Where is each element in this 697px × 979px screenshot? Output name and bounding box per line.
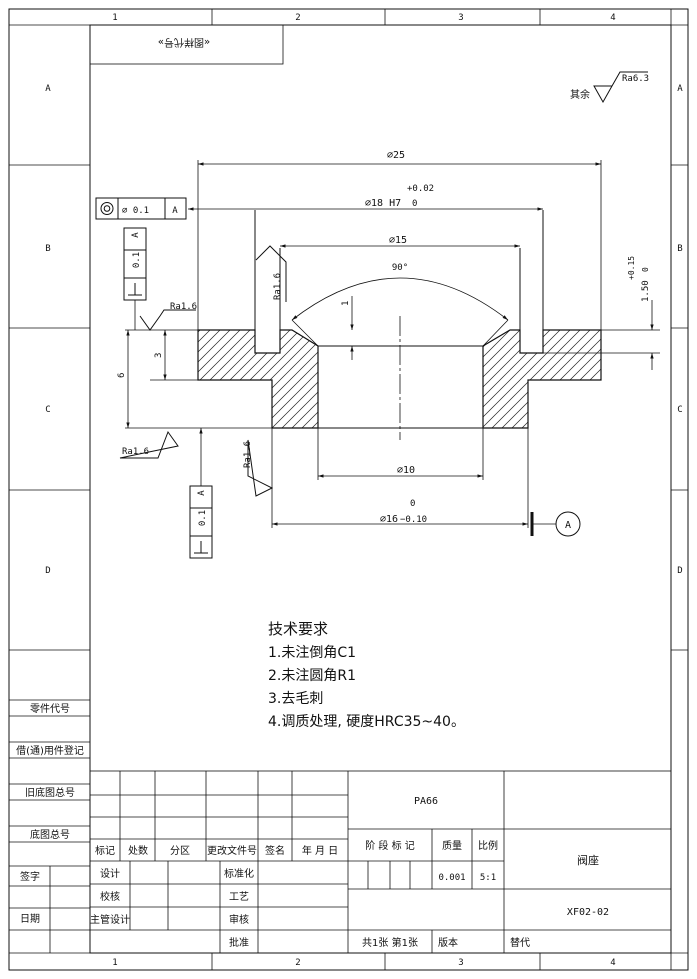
tb-part-name: 阀座 bbox=[577, 853, 599, 867]
dim-d10: ∅10 bbox=[397, 465, 415, 476]
tb-header-zone: 分区 bbox=[170, 845, 190, 857]
side-label-part-code: 零件代号 bbox=[30, 703, 70, 715]
dim-d18-lower: 0 bbox=[412, 199, 417, 209]
dim-h1: 1 bbox=[341, 301, 351, 306]
roughness-symbol-1 bbox=[139, 309, 196, 331]
dim-h6: 6 bbox=[117, 373, 127, 378]
roughness-1: Ra1.6 bbox=[170, 302, 197, 312]
roughness-3: Ra1.6 bbox=[273, 273, 283, 300]
side-label-base: 底图总号 bbox=[30, 828, 70, 841]
perpendicularity-bottom-value: 0.1 bbox=[198, 510, 208, 526]
tb-replace: 替代 bbox=[510, 936, 530, 949]
perpendicularity-top-value: 0.1 bbox=[132, 252, 142, 268]
zone-col-4-top: 4 bbox=[610, 13, 615, 23]
zone-row-d-left: D bbox=[45, 566, 50, 576]
zone-col-2-top: 2 bbox=[295, 13, 300, 23]
tb-scale-value: 5:1 bbox=[480, 873, 496, 883]
tb-scale-label: 比例 bbox=[478, 839, 498, 852]
side-label-date: 日期 bbox=[20, 913, 40, 925]
note-item-3: 3.去毛刺 bbox=[268, 691, 324, 707]
tb-role-design: 设计 bbox=[100, 867, 120, 880]
tb-material: PA66 bbox=[414, 796, 438, 807]
dim-angle: 90° bbox=[392, 263, 408, 273]
note-item-1: 1.未注倒角C1 bbox=[268, 645, 357, 661]
tb-mass-value: 0.001 bbox=[438, 873, 465, 883]
zone-col-4-bottom: 4 bbox=[610, 958, 615, 968]
side-label-borrowed: 借(通)用件登记 bbox=[16, 744, 84, 757]
tb-role-review: 审核 bbox=[229, 913, 249, 926]
outer-frame bbox=[8, 8, 689, 971]
concentricity-datum: A bbox=[172, 206, 178, 216]
note-item-4: 4.调质处理, 硬度HRC35~40。 bbox=[268, 714, 465, 730]
dim-depth-right-upper: +0.15 bbox=[627, 256, 636, 280]
other-roughness-symbol bbox=[593, 71, 648, 104]
zone-row-d-right: D bbox=[677, 566, 682, 576]
tb-header-count: 处数 bbox=[128, 844, 148, 857]
other-roughness-label: 其余 bbox=[570, 88, 590, 101]
part-section bbox=[125, 210, 660, 440]
perpendicularity-top-icon bbox=[128, 283, 142, 296]
zone-row-c-left: C bbox=[45, 405, 50, 415]
dim-d15: ∅15 bbox=[389, 235, 407, 246]
tb-role-chief: 主管设计 bbox=[90, 913, 130, 926]
zone-row-c-right: C bbox=[677, 405, 682, 415]
perpendicularity-bottom-datum: A bbox=[197, 490, 207, 496]
dim-d25: ∅25 bbox=[387, 150, 405, 161]
tb-sheets: 共1张 第1张 bbox=[362, 936, 418, 949]
perpendicularity-bottom-icon bbox=[194, 541, 208, 554]
title-block bbox=[89, 770, 672, 954]
concentricity-icon bbox=[100, 202, 114, 215]
tb-role-approve: 批准 bbox=[229, 936, 249, 949]
drawing-code-box bbox=[89, 24, 284, 65]
roughness-symbol-2 bbox=[119, 430, 179, 459]
perpendicularity-top-datum: A bbox=[131, 232, 141, 238]
roughness-symbol-3 bbox=[255, 245, 287, 302]
zone-col-1-bottom: 1 bbox=[112, 958, 117, 968]
tb-header-date: 年 月 日 bbox=[302, 844, 338, 857]
dim-d16-upper: 0 bbox=[410, 499, 415, 509]
tb-role-check: 校核 bbox=[100, 890, 120, 903]
roughness-2: Ra1.6 bbox=[122, 447, 149, 457]
zone-col-1-top: 1 bbox=[112, 13, 117, 23]
tb-role-process: 工艺 bbox=[229, 891, 249, 903]
tb-header-sign: 签名 bbox=[265, 844, 285, 857]
notes-title: 技术要求 bbox=[268, 620, 329, 638]
concentricity-value: ∅ 0.1 bbox=[122, 206, 149, 216]
dim-d16: ∅16 bbox=[380, 514, 398, 525]
tb-role-standard: 标准化 bbox=[224, 867, 254, 880]
zone-col-3-top: 3 bbox=[458, 13, 463, 23]
datum-a-circle bbox=[555, 511, 581, 537]
tb-version: 版本 bbox=[438, 936, 458, 949]
dim-d16-lower: −0.10 bbox=[400, 515, 427, 525]
zone-col-2-bottom: 2 bbox=[295, 958, 300, 968]
dim-d18: ∅18 H7 bbox=[365, 198, 401, 209]
tb-mass-label: 质量 bbox=[442, 840, 462, 852]
side-label-old-base: 旧底图总号 bbox=[25, 786, 75, 799]
tb-header-change-doc: 更改文件号 bbox=[207, 844, 257, 857]
dim-depth-right: 1.50 bbox=[641, 280, 651, 302]
zone-row-b-right: B bbox=[677, 244, 682, 254]
note-item-2: 2.未注圆角R1 bbox=[268, 668, 356, 684]
tb-drawing-no: XF02-02 bbox=[567, 907, 609, 918]
roughness-4: Ra1.6 bbox=[243, 441, 253, 468]
zone-row-a-left: A bbox=[45, 84, 51, 94]
zone-row-a-right: A bbox=[677, 84, 683, 94]
tb-stage-label: 阶 段 标 记 bbox=[365, 839, 415, 852]
drawing-code-tag: «图样代号» bbox=[158, 36, 210, 49]
concentricity-frame bbox=[95, 197, 187, 220]
zone-row-b-left: B bbox=[45, 244, 50, 254]
datum-a-label: A bbox=[565, 520, 571, 531]
other-roughness-value: Ra6.3 bbox=[622, 74, 649, 84]
side-label-sign: 签字 bbox=[20, 870, 40, 883]
zone-col-3-bottom: 3 bbox=[458, 958, 463, 968]
dim-d18-upper: +0.02 bbox=[407, 184, 434, 194]
dim-h3: 3 bbox=[154, 353, 164, 358]
dim-depth-right-lower: 0 bbox=[641, 267, 650, 272]
tb-header-mark: 标记 bbox=[95, 845, 115, 857]
roughness-symbol-4 bbox=[247, 439, 274, 497]
